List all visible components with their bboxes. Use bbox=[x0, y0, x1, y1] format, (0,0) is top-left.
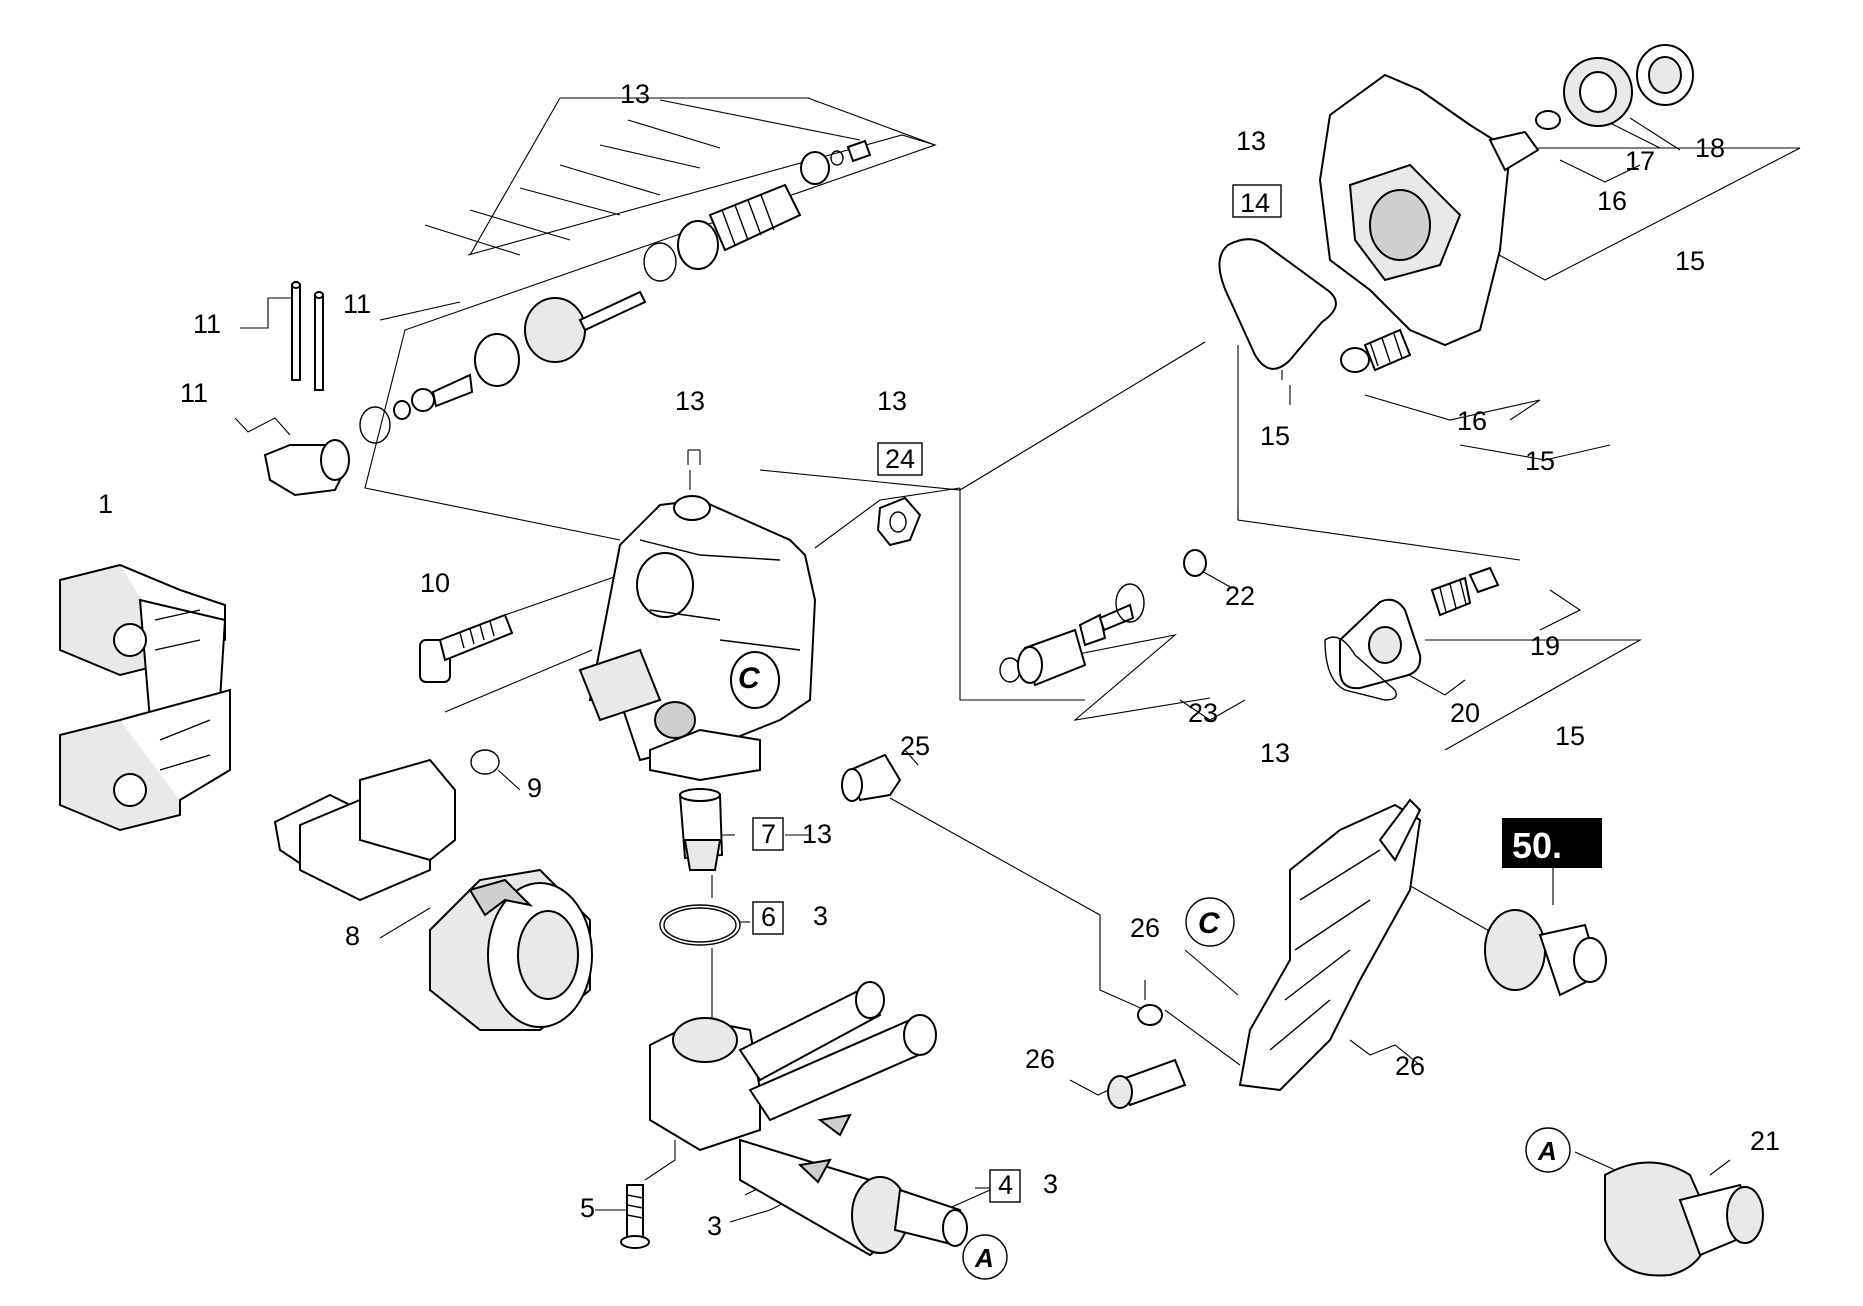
label-13-top: 13 bbox=[620, 79, 650, 109]
part-8-inlet-assembly bbox=[273, 758, 593, 1031]
support-frame bbox=[1238, 798, 1422, 1092]
label-6: 6 bbox=[761, 902, 776, 932]
label-boxes bbox=[752, 184, 1282, 1203]
label-15-b: 15 bbox=[1260, 421, 1290, 451]
valve-assembly-top bbox=[263, 139, 872, 497]
label-18: 18 bbox=[1695, 133, 1725, 163]
connector-c-housing: C bbox=[738, 662, 761, 695]
label-8: 8 bbox=[345, 921, 360, 951]
label-10: 10 bbox=[420, 568, 450, 598]
label-11-c: 11 bbox=[180, 378, 208, 408]
part-25-nozzle bbox=[841, 753, 902, 802]
part-14-seal bbox=[1218, 238, 1337, 370]
label-15-c: 15 bbox=[1525, 446, 1555, 476]
part-50-adaptor bbox=[1484, 909, 1607, 997]
label-21: 21 bbox=[1750, 1126, 1780, 1156]
part-labels: 1 3 3 3 4 5 6 7 8 9 10 11 11 11 13 13 13… bbox=[98, 79, 1780, 1241]
part-6-oring bbox=[659, 904, 741, 946]
label-1: 1 bbox=[98, 489, 113, 519]
part-26-fittings bbox=[1107, 1004, 1187, 1109]
label-26-a: 26 bbox=[1130, 913, 1160, 943]
part-10-bolt bbox=[419, 613, 514, 683]
label-20: 20 bbox=[1450, 698, 1480, 728]
valve-23-assembly bbox=[999, 549, 1207, 687]
label-5: 5 bbox=[580, 1193, 595, 1223]
label-3-left: 3 bbox=[707, 1211, 722, 1241]
label-4: 4 bbox=[998, 1170, 1013, 1200]
label-26-c: 26 bbox=[1395, 1051, 1425, 1081]
label-3-mid: 3 bbox=[813, 901, 828, 931]
label-17: 17 bbox=[1625, 146, 1655, 176]
label-9: 9 bbox=[527, 773, 542, 803]
label-7: 7 bbox=[761, 819, 776, 849]
pump-housing bbox=[578, 495, 817, 782]
connector-c-label-2: C bbox=[1198, 907, 1221, 940]
lower-manifold bbox=[649, 981, 968, 1257]
label-13-lower: 13 bbox=[1260, 738, 1290, 768]
label-15-d: 15 bbox=[1555, 721, 1585, 751]
part-7-valve bbox=[678, 788, 724, 871]
connector-c-frame: C bbox=[1185, 897, 1235, 947]
label-13-valve: 13 bbox=[877, 386, 907, 416]
assembly-badge: 50. bbox=[1502, 818, 1602, 868]
label-14: 14 bbox=[1240, 188, 1270, 218]
part-24-valve bbox=[876, 496, 922, 547]
leader-lines bbox=[234, 97, 1801, 1223]
part-5-bolt bbox=[620, 1184, 650, 1249]
label-19: 19 bbox=[1530, 631, 1560, 661]
connector-a-manifold: A bbox=[962, 1234, 1008, 1280]
part-1-bracket bbox=[59, 563, 231, 832]
label-16-b: 16 bbox=[1457, 406, 1487, 436]
label-11-b: 11 bbox=[343, 289, 371, 319]
label-16-a: 16 bbox=[1597, 186, 1627, 216]
label-3-right: 3 bbox=[1043, 1169, 1058, 1199]
label-15-a: 15 bbox=[1675, 246, 1705, 276]
valve-19-20 bbox=[1324, 566, 1500, 701]
valve-housing-right bbox=[1318, 44, 1694, 373]
connector-a-right: A bbox=[1525, 1127, 1571, 1173]
label-22: 22 bbox=[1225, 581, 1255, 611]
connector-c-label: C bbox=[738, 662, 761, 695]
part-21-connector bbox=[1604, 1161, 1764, 1277]
connector-a-label: A bbox=[974, 1243, 994, 1273]
connector-a-label-2: A bbox=[1537, 1136, 1557, 1166]
label-11-a: 11 bbox=[193, 309, 221, 339]
badge-label: 50. bbox=[1512, 825, 1562, 866]
label-26-b: 26 bbox=[1025, 1044, 1055, 1074]
label-24: 24 bbox=[885, 444, 915, 474]
part-9-oring bbox=[470, 749, 500, 775]
label-13-seven: 13 bbox=[802, 819, 832, 849]
label-25: 25 bbox=[900, 731, 930, 761]
label-23: 23 bbox=[1188, 698, 1218, 728]
label-13-right: 13 bbox=[1236, 126, 1266, 156]
label-13-housing: 13 bbox=[675, 386, 705, 416]
